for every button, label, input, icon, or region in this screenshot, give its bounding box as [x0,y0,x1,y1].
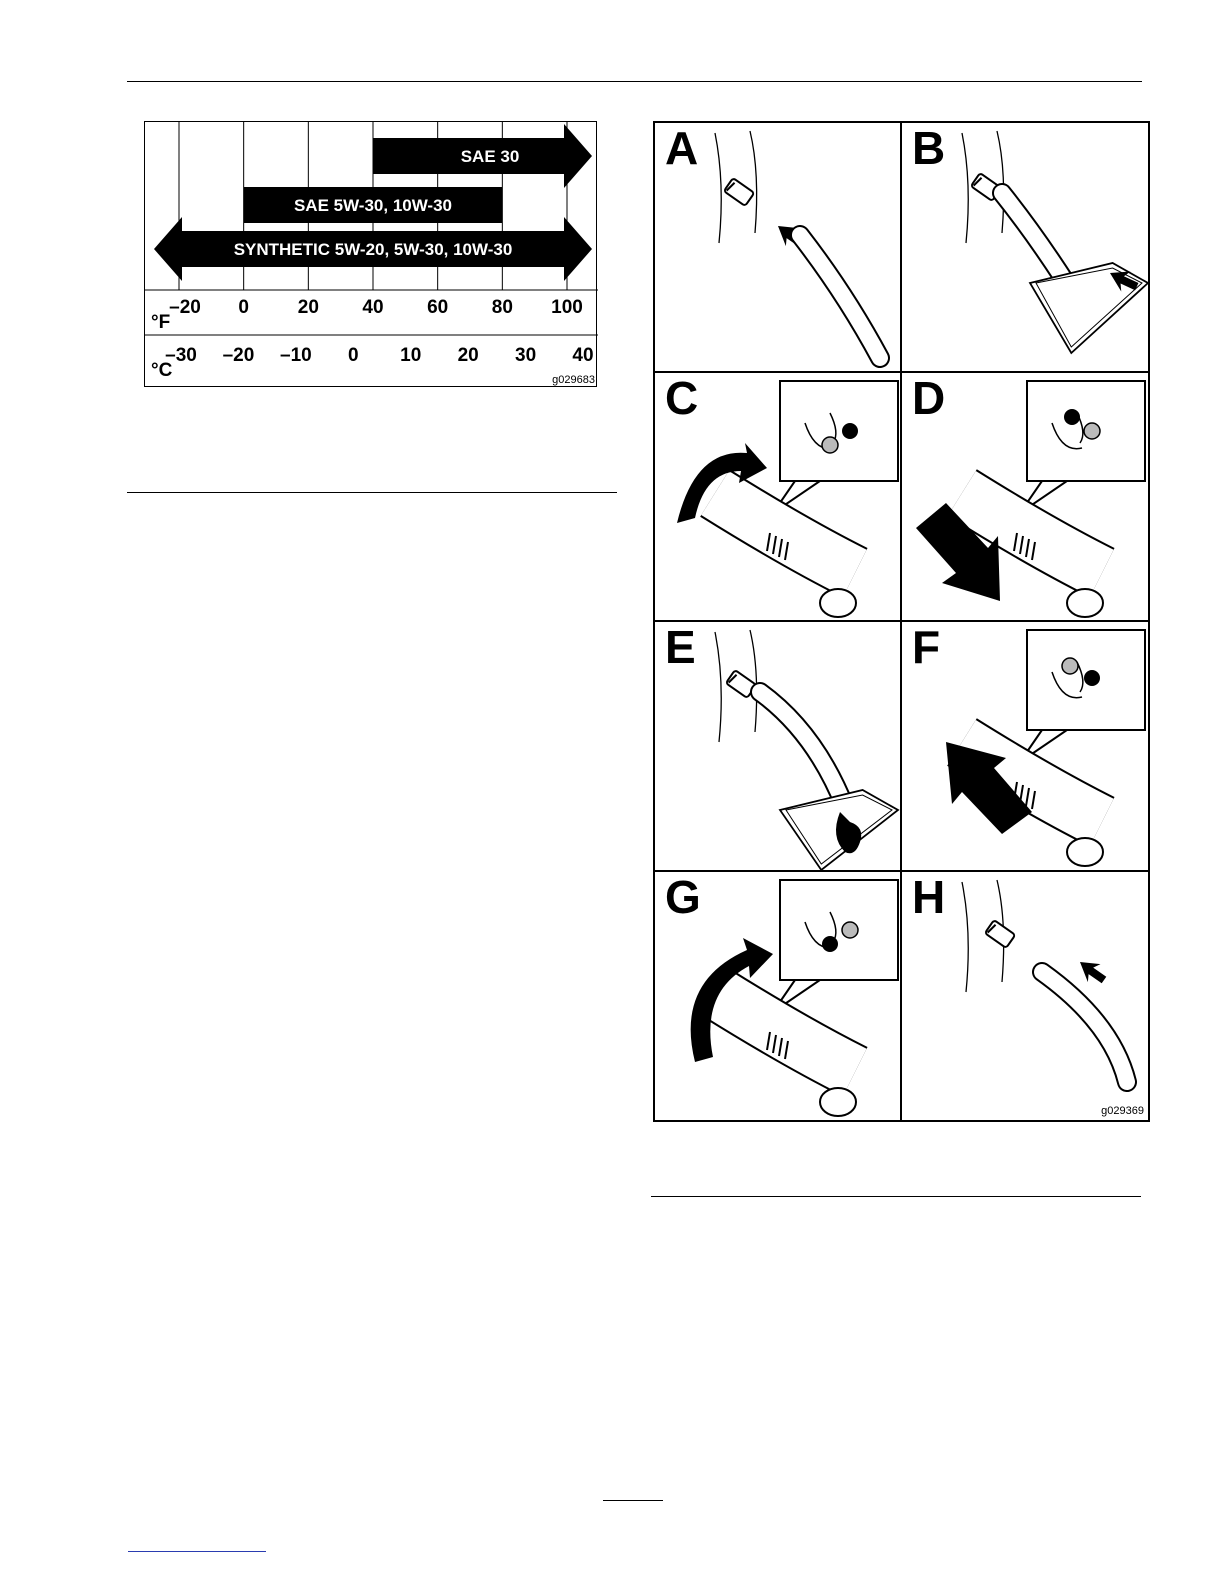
celsius-tick-label: 40 [572,345,593,366]
fahrenheit-tick-label: 100 [551,297,583,318]
unlocked-dot [822,437,838,453]
step-letter: B [912,125,945,171]
celsius-tick-label: 30 [515,345,536,366]
detail-inset [780,381,898,481]
fahrenheit-tick-label: 0 [238,297,249,318]
hose-end [1067,838,1103,866]
step-letter: G [665,874,701,920]
fahrenheit-tick-label: 40 [362,297,383,318]
chart-figure-id: g029683 [552,374,595,386]
oil-drain-procedure-figure: A B C D E F G H g029369 [653,121,1150,1122]
drain-hose-fill [800,235,880,358]
step-panel-b: B [902,123,1149,373]
step-letter: H [912,874,945,920]
step-letter: F [912,624,940,670]
hose-end [820,1088,856,1116]
drain-valve-icon [985,920,1015,948]
step-panel-e: E [655,622,902,872]
step-letter: D [912,375,945,421]
hose-end [1067,589,1103,617]
unlocked-dot [1084,423,1100,439]
celsius-tick-label: 20 [458,345,479,366]
oil-range-label: SYNTHETIC 5W-20, 5W-30, 10W-30 [234,240,513,259]
page-number-rule [603,1500,663,1501]
fahrenheit-tick-label: 20 [298,297,319,318]
hose-end [820,589,856,617]
right-section-rule [651,1196,1141,1197]
detail-inset [780,880,898,980]
step-letter: A [665,125,698,171]
locked-dot [822,936,838,952]
celsius-tick-label: 0 [348,345,359,366]
footer-link[interactable] [128,1551,266,1552]
step-panel-d: D [902,373,1149,623]
fahrenheit-unit-label: °F [151,312,170,333]
direction-arrow-icon [1073,953,1110,988]
locked-dot [842,423,858,439]
locked-dot [1084,670,1100,686]
drain-valve-icon [724,178,754,206]
drain-hose-fill [1042,972,1127,1082]
figure-id: g029369 [1101,1105,1144,1117]
oil-range-label: SAE 5W-30, 10W-30 [294,196,452,215]
unlocked-dot [842,922,858,938]
fahrenheit-tick-label: –20 [169,297,201,318]
step-panel-h: H [902,872,1149,1122]
step-panel-f: F [902,622,1149,872]
fahrenheit-tick-label: 60 [427,297,448,318]
drain-hose-fill [760,692,845,807]
step-letter: C [665,375,698,421]
locked-dot [1064,409,1080,425]
celsius-tick-label: –10 [280,345,312,366]
fahrenheit-tick-label: 80 [492,297,513,318]
left-section-rule [127,492,617,493]
oil-range-label: SAE 30 [461,147,520,166]
celsius-tick-label: –20 [223,345,255,366]
step-panel-g: G [655,872,902,1122]
celsius-tick-label: 10 [400,345,421,366]
step-panel-a: A [655,123,902,373]
header-rule [127,81,1142,82]
celsius-unit-label: °C [151,360,173,381]
step-panel-c: C [655,373,902,623]
unlocked-dot [1062,658,1078,674]
step-letter: E [665,624,696,670]
